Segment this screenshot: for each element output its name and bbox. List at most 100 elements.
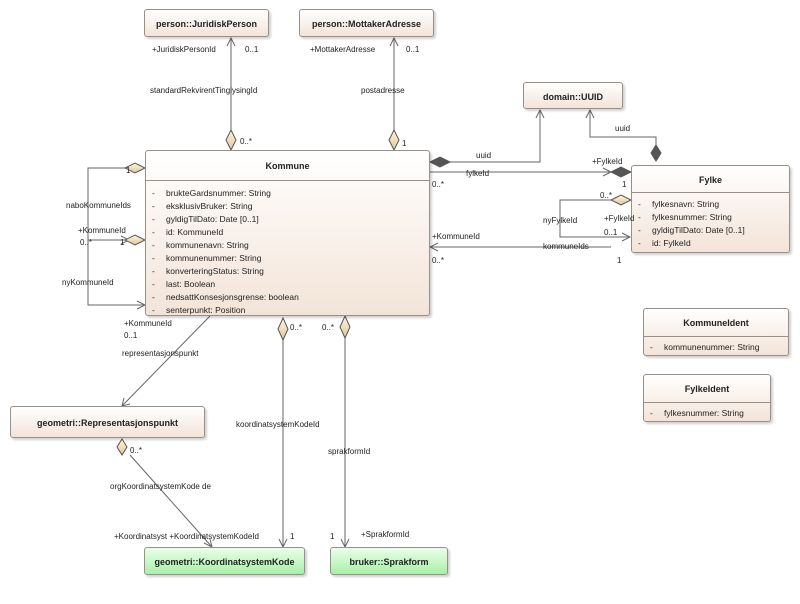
- edge-ny-fylke: [559, 199, 630, 238]
- attribute: -konverteringStatus: String: [152, 266, 264, 276]
- open-arrow-uuid-1: [535, 108, 545, 119]
- role-label: +SprakformId: [361, 530, 410, 539]
- attribute-list: -brukteGardsnummer: String -eksklusivBru…: [146, 180, 429, 317]
- attribute: -gyldigTilDato: Date [0..1]: [152, 214, 259, 224]
- class-fylke[interactable]: Fylke -fylkesnavn: String -fylkesnummer:…: [631, 165, 790, 253]
- class-representasjonspunkt[interactable]: geometri::Representasjonspunkt: [10, 406, 205, 438]
- multiplicity-label: 0..1: [604, 228, 618, 237]
- role-label: +KommuneId: [432, 232, 480, 241]
- diamond-fylke-id: [609, 166, 633, 178]
- diamond-koordinat: [277, 316, 289, 342]
- multiplicity-label: 0..*: [290, 323, 303, 332]
- open-arrow-kommune: [428, 242, 439, 252]
- multiplicity-label: 1: [617, 256, 622, 265]
- attribute: -last: Boolean: [152, 279, 216, 289]
- class-name: person::JuridiskPerson: [155, 19, 258, 29]
- multiplicity-label: 0..1: [406, 45, 420, 54]
- association-label: sprakformId: [328, 447, 371, 456]
- class-juridisk-person[interactable]: person::JuridiskPerson: [144, 9, 269, 37]
- multiplicity-label: 1: [120, 238, 125, 247]
- attribute: -fylkesnummer: String: [650, 408, 744, 418]
- class-uuid[interactable]: domain::UUID: [523, 82, 623, 109]
- class-name: geometri::Representasjonspunkt: [36, 418, 179, 428]
- edge-ny-kommune: [87, 239, 145, 306]
- multiplicity-label: 0..*: [322, 323, 335, 332]
- role-label: +MottakerAdresse: [310, 45, 376, 54]
- multiplicity-label: 1: [126, 166, 131, 175]
- diamond-postadresse: [388, 128, 400, 152]
- diamond-ny-kommune: [123, 234, 147, 246]
- association-label: representasjonspunkt: [122, 349, 199, 358]
- class-name: Kommune: [265, 161, 310, 171]
- role-label: +Koordinatsyst +KoordinatsystemKodeId: [114, 532, 259, 541]
- association-label: postadresse: [361, 86, 405, 95]
- diamond-uuid-fylke: [650, 144, 662, 162]
- association-label: naboKommuneIds: [66, 201, 131, 210]
- multiplicity-label: 0..*: [600, 191, 613, 200]
- class-name: bruker::Sprakform: [349, 557, 429, 567]
- association-label: koordinatsystemKodeId: [236, 420, 320, 429]
- attribute: -brukteGardsnummer: String: [152, 188, 271, 198]
- attribute: -kommunenummer: String: [650, 342, 760, 352]
- multiplicity-label: 0..*: [240, 137, 253, 146]
- attribute: -kommunenummer: String: [152, 253, 262, 263]
- attribute: -gyldigTilDato: Date [0..1]: [638, 225, 745, 235]
- class-koordinatsystem-kode[interactable]: geometri::KoordinatsystemKode: [144, 547, 305, 575]
- diamond-uuid-kommune: [428, 156, 452, 168]
- edge-uuid-fylke: [589, 110, 657, 145]
- attribute-list: -fylkesnavn: String -fylkesnummer: Strin…: [632, 192, 789, 250]
- attribute: -eksklusivBruker: String: [152, 201, 253, 211]
- attribute: -id: FylkeId: [638, 238, 691, 248]
- attribute: -id: KommuneId: [152, 227, 224, 237]
- attribute: -fylkesnavn: String: [638, 199, 720, 209]
- diamond-representasjon: [116, 438, 128, 456]
- attribute: -senterpunkt: Position: [152, 305, 246, 315]
- association-label: uuid: [615, 124, 631, 133]
- class-name: domain::UUID: [543, 92, 603, 102]
- association-label: nyKommuneId: [62, 278, 114, 287]
- attribute: -nedsattKonsesjonsgrense: boolean: [152, 292, 299, 302]
- multiplicity-label: 0..*: [130, 446, 143, 455]
- role-label: +FylkeId: [604, 214, 635, 223]
- multiplicity-label: 0..*: [80, 238, 93, 247]
- multiplicity-label: 0..*: [432, 180, 445, 189]
- edge-representasjonspunkt: [121, 315, 211, 407]
- association-label: uuid: [476, 151, 492, 160]
- class-kommune[interactable]: Kommune -brukteGardsnummer: String -eksk…: [145, 150, 430, 316]
- class-name: Fylke: [698, 175, 722, 185]
- attribute-list: -fylkesnummer: String: [644, 402, 770, 420]
- role-label: +KommuneId: [124, 319, 172, 328]
- multiplicity-label: 0..1: [124, 331, 138, 340]
- multiplicity-label: 1: [402, 139, 407, 148]
- open-arrow-ny-fylke: [621, 232, 632, 242]
- class-sprakform[interactable]: bruker::Sprakform: [330, 547, 448, 575]
- attribute: -kommunenavn: String: [152, 240, 249, 250]
- open-arrow-juridisk: [226, 36, 236, 47]
- edge-uuid-kommune: [450, 110, 541, 163]
- class-name: KommuneIdent: [683, 318, 749, 328]
- diamond-ny-fylke: [609, 194, 633, 206]
- role-label: +FylkeId: [592, 157, 623, 166]
- role-label: +KommuneId: [78, 226, 126, 235]
- attribute: -fylkesnummer: String: [638, 212, 732, 222]
- multiplicity-label: 0..1: [245, 45, 259, 54]
- diamond-standard: [225, 128, 237, 152]
- class-name: geometri::KoordinatsystemKode: [154, 557, 295, 567]
- multiplicity-label: 1: [290, 532, 295, 541]
- class-fylke-ident[interactable]: FylkeIdent -fylkesnummer: String: [643, 374, 771, 422]
- open-arrow-uuid-2: [585, 108, 595, 119]
- multiplicity-label: 1: [622, 180, 627, 189]
- class-name: person::MottakerAdresse: [311, 19, 422, 29]
- class-name: FylkeIdent: [684, 384, 730, 394]
- attribute-list: -kommunenummer: String: [644, 336, 788, 354]
- class-kommune-ident[interactable]: KommuneIdent -kommunenummer: String: [643, 308, 789, 356]
- role-label: +JuridiskPersonId: [152, 45, 216, 54]
- association-label: standardRekvirentTinglysingId: [150, 86, 258, 95]
- multiplicity-label: 0..*: [432, 256, 445, 265]
- edge-org-koordinat: [129, 454, 213, 548]
- class-mottaker-adresse[interactable]: person::MottakerAdresse: [299, 9, 434, 37]
- association-label: nyFylkeId: [543, 216, 578, 225]
- multiplicity-label: 1: [330, 532, 335, 541]
- association-label: orgKoordinatsystemKode de: [110, 482, 211, 491]
- diamond-sprakform: [339, 314, 351, 340]
